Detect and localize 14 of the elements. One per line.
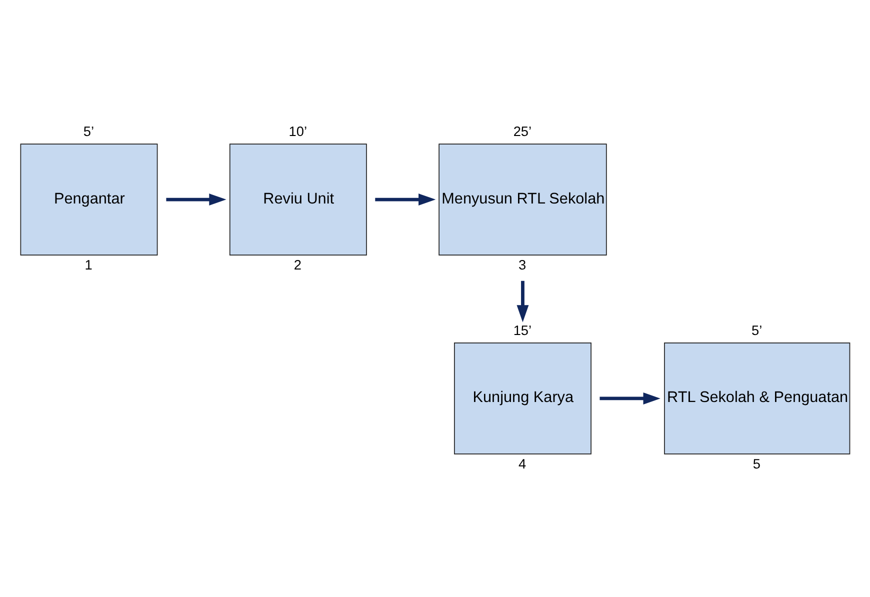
node-label: 4 — [518, 456, 526, 471]
arrow — [600, 392, 660, 404]
arrow — [166, 193, 226, 206]
node-label: 10’ — [288, 124, 308, 139]
node-label: 1 — [84, 256, 92, 272]
node-label: 5 — [752, 456, 760, 471]
node-label: 2 — [294, 256, 302, 272]
node-label: 5’ — [752, 322, 762, 338]
arrow — [375, 193, 436, 206]
node-label: 15’ — [513, 322, 532, 338]
node-label: 25’ — [513, 124, 532, 139]
node-label: 3 — [518, 256, 526, 272]
node-label: 5’ — [83, 124, 94, 139]
arrow — [516, 280, 529, 322]
